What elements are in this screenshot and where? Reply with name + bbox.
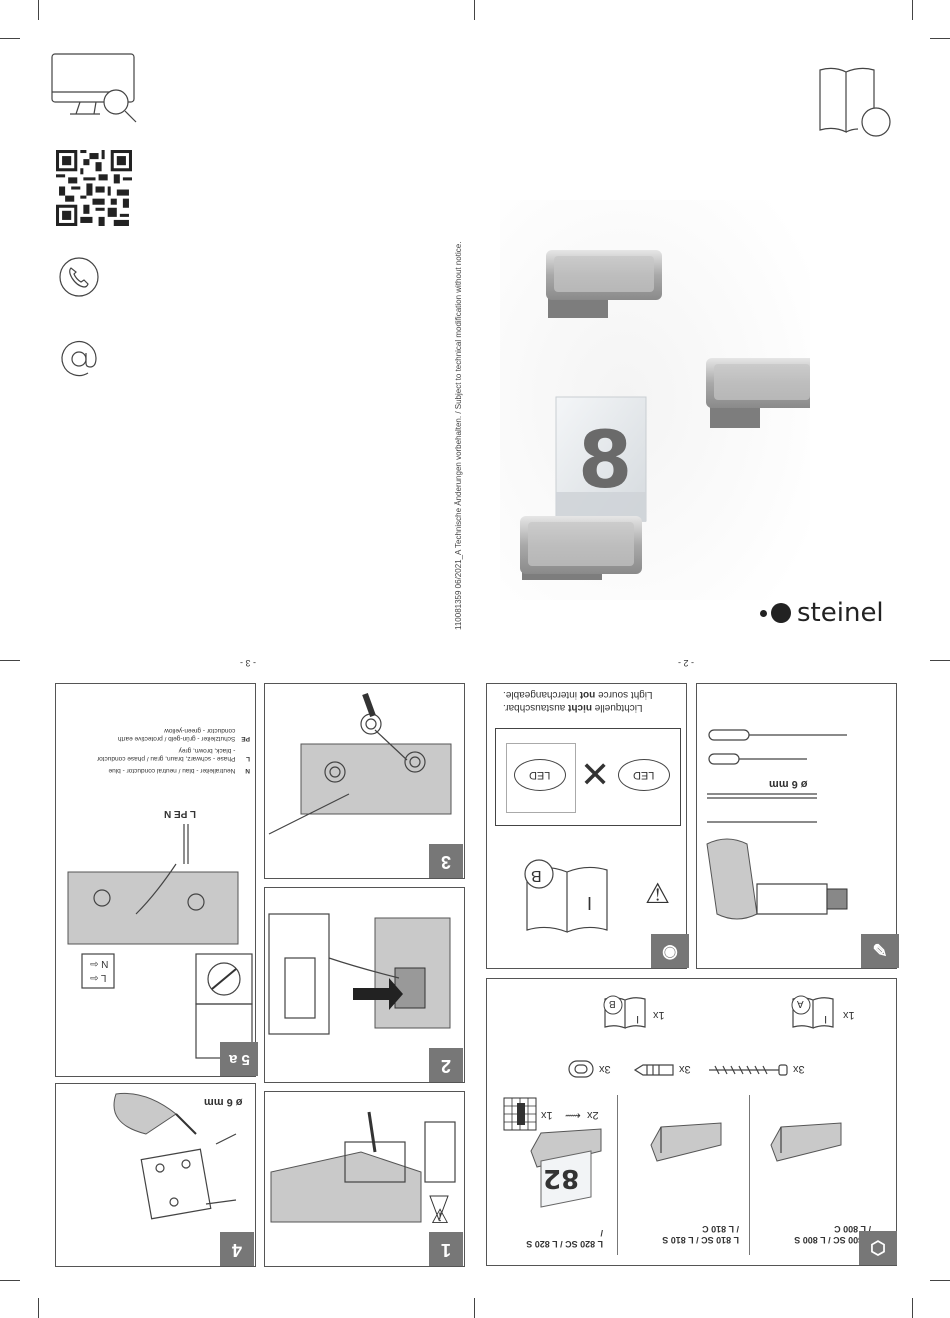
info-triangle-icon: ⚠ (645, 878, 671, 909)
led-ok-frame (506, 743, 576, 813)
page-number-right: - 2 - (678, 658, 695, 668)
booklet-b-letter: B (609, 998, 616, 1009)
crop-mark (38, 0, 39, 20)
crop-mark (930, 38, 950, 39)
step-5a-diagram (67, 824, 253, 1059)
variant-l800-icon (770, 1122, 842, 1162)
crop-mark (474, 0, 475, 20)
wire-labels: L PE N (164, 808, 197, 819)
booklet-a-qty: 1x (843, 1009, 855, 1021)
booklet-letter-b: B (531, 867, 542, 884)
crop-mark (912, 1298, 913, 1318)
product-number: 8 (578, 416, 633, 506)
seal-icon (568, 1060, 594, 1078)
model-l810: L 810 SC / L 810 S / L 810 C (662, 1224, 739, 1245)
crop-mark (912, 0, 913, 20)
example-house-number: 82 (543, 1163, 580, 1193)
package-icon: ⬡ (859, 1231, 897, 1265)
step-4-panel: ø 6 mm 4 (55, 1083, 256, 1267)
qr-code (56, 150, 132, 226)
legend-row: PE Schutzleiter - grün-gelb / protective… (117, 727, 250, 742)
legend-row: N Neutralleiter - blau / neutral conduct… (108, 767, 251, 774)
step-2-panel: 2 (264, 887, 465, 1083)
crop-mark (930, 660, 950, 661)
booklet-a-icon (791, 995, 834, 1029)
screws-qty: 3x (793, 1063, 805, 1075)
led-icon-right: LED (618, 759, 670, 791)
seals-qty: 3x (599, 1063, 611, 1075)
email-icon (61, 341, 97, 377)
booklet-a-letter: A (797, 998, 804, 1009)
step-3-diagram (268, 692, 452, 835)
booklet-a-roman: I (824, 1013, 828, 1025)
small-screw-icon: ⟿ (565, 1110, 581, 1122)
crop-mark (0, 660, 20, 661)
crop-mark (930, 1280, 950, 1281)
variant-l820-icon (530, 1128, 602, 1208)
step-1-diagram (270, 1111, 456, 1223)
logo-dot-small (760, 609, 767, 617)
manual-book-icon (819, 67, 891, 137)
info-text: Lichtquelle nicht austauschbar. Light so… (503, 688, 673, 714)
step-2-diagram (268, 913, 451, 1035)
monitor-search-icon (51, 53, 137, 123)
crop-mark (474, 1298, 475, 1318)
tools-drill-size: ø 6 mm (769, 778, 808, 790)
page-number-left: - 3 - (240, 658, 257, 668)
phone-icon (59, 257, 99, 297)
info-line-de: Lichtquelle nicht austauschbar. (503, 702, 643, 713)
model-l820: L 820 SC / L 820 S / (526, 1228, 603, 1249)
step-3-panel: 3 (264, 683, 465, 879)
step-1-badge: 1 (429, 1232, 463, 1266)
booklet-b-qty: 1x (653, 1009, 665, 1021)
warning-icon: ⚠ (431, 1206, 449, 1228)
step-4-diagram (113, 1092, 237, 1220)
contents-panel: A I 1x B I 1x 3x 3x 3x 82 2x ⟿ 1x (486, 978, 897, 1266)
product-photo (500, 200, 810, 600)
legal-note: 110081359 06/2021_A Technische Änderunge… (454, 241, 463, 630)
sticker-qty: 1x (541, 1109, 553, 1121)
step-4-badge: 4 (220, 1232, 254, 1266)
wall-plug-icon (633, 1064, 674, 1076)
booklet-roman: I (587, 893, 593, 913)
step-3-badge: 3 (429, 844, 463, 878)
tools-diagram (706, 729, 848, 920)
variant-l810-icon (650, 1122, 722, 1162)
legend-row: L Phase - schwarz, braun, grau / phase c… (96, 747, 250, 762)
step-2-badge: 2 (429, 1048, 463, 1082)
led-icon-left: LED (514, 759, 566, 791)
info-panel: Lichtquelle nicht austauschbar. Light so… (486, 683, 689, 969)
info-line-en: Light source not interchangeable. (503, 689, 653, 700)
sticker-grid-icon (503, 1097, 537, 1131)
wire-legend: N Neutralleiter - blau / neutral conduct… (56, 724, 256, 776)
booklet-b-roman: I (636, 1013, 640, 1025)
brand-name: steinel (797, 598, 884, 628)
wire-legend-table: N Neutralleiter - blau / neutral conduct… (95, 724, 256, 776)
crop-mark (38, 1298, 39, 1318)
screwdriver-icon: ✎ (861, 934, 899, 968)
divider (617, 1095, 618, 1255)
plugs-qty: 3x (679, 1063, 691, 1075)
screw-icon (709, 1064, 788, 1076)
step-1-panel: ⚠ 1 (264, 1091, 465, 1267)
terminal-l: L ⇦ (90, 972, 107, 983)
step-5a-panel: N Neutralleiter - blau / neutral conduct… (55, 683, 258, 1077)
divider (749, 1095, 750, 1255)
cross-icon: ✕ (580, 754, 611, 795)
crop-mark (0, 1280, 20, 1281)
booklet-b-icon (603, 995, 646, 1029)
eye-icon: ◉ (651, 934, 689, 968)
logo-dot-large (771, 603, 791, 623)
led-box: LED ✕ LED (495, 728, 681, 826)
brand-logo: steinel (760, 598, 884, 628)
tools-panel: ø 6 mm ✎ (696, 683, 899, 969)
crop-mark (0, 38, 20, 39)
booklet-icon (524, 859, 608, 933)
step-5a-badge: 5 a (220, 1042, 258, 1076)
terminal-n: N ⇦ (90, 958, 109, 969)
small-screws-qty: 2x (587, 1109, 599, 1121)
